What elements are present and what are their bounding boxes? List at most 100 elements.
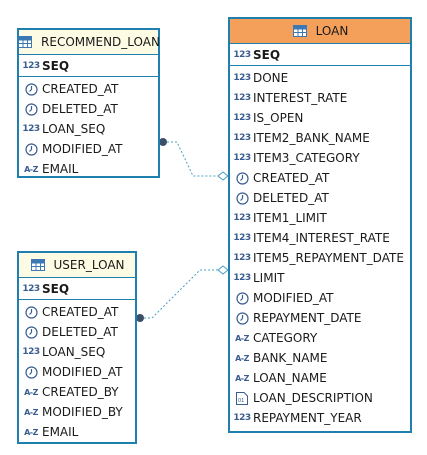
user-loan-to-loan-link xyxy=(140,269,218,319)
recommend-loan-to-loan-link xyxy=(163,141,218,177)
column-row[interactable]: DELETED_AT xyxy=(19,322,135,342)
column-row[interactable]: MODIFIED_AT xyxy=(230,288,410,308)
numeric-type-icon: 123 xyxy=(233,413,251,423)
numeric-type-icon: 123 xyxy=(233,253,251,263)
entity-header[interactable]: RECOMMEND_LOAN xyxy=(17,30,160,55)
entity-header[interactable]: LOAN xyxy=(230,19,410,44)
column-row[interactable]: DELETED_AT xyxy=(230,188,410,208)
column-name: CREATED_AT xyxy=(42,82,119,96)
numeric-type-icon: 123 xyxy=(233,213,251,223)
column-row[interactable]: A-Z CREATED_BY xyxy=(19,382,135,402)
column-name: MODIFIED_AT xyxy=(42,142,123,156)
string-type-icon: A-Z xyxy=(235,353,249,363)
clock-icon xyxy=(23,142,39,156)
string-type-icon: A-Z xyxy=(235,373,249,383)
string-type-icon: A-Z xyxy=(24,387,38,397)
column-name: IS_OPEN xyxy=(253,111,304,125)
column-name: ITEM2_BANK_NAME xyxy=(253,131,370,145)
numeric-type-icon: 123 xyxy=(22,124,40,134)
clock-icon xyxy=(234,291,250,305)
primary-key-name: SEQ xyxy=(42,58,70,73)
column-row[interactable]: DELETED_AT xyxy=(19,99,158,119)
numeric-type-icon: 123 xyxy=(233,93,251,103)
numeric-type-icon: 123 xyxy=(22,283,40,294)
column-name: CREATED_AT xyxy=(42,305,119,319)
svg-text:01: 01 xyxy=(238,398,244,404)
clock-icon xyxy=(23,325,39,339)
column-row[interactable]: MODIFIED_AT xyxy=(19,362,135,382)
column-row[interactable]: REPAYMENT_DATE xyxy=(230,308,410,328)
numeric-type-icon: 123 xyxy=(233,113,251,123)
string-type-icon: A-Z xyxy=(24,164,38,174)
numeric-type-icon: 123 xyxy=(233,133,251,143)
table-icon xyxy=(292,24,308,38)
column-name: LOAN_SEQ xyxy=(42,345,106,359)
column-name: MODIFIED_AT xyxy=(42,365,123,379)
entity-title: RECOMMEND_LOAN xyxy=(41,35,160,49)
clock-icon xyxy=(234,191,250,205)
clock-icon xyxy=(23,102,39,116)
clock-icon xyxy=(234,171,250,185)
entity-title: LOAN xyxy=(315,24,349,38)
column-name: ITEM4_INTEREST_RATE xyxy=(253,231,390,245)
column-name: MODIFIED_AT xyxy=(253,291,334,305)
column-name: DONE xyxy=(253,71,289,85)
primary-key-name: SEQ xyxy=(253,47,281,62)
column-name: CREATED_BY xyxy=(42,385,119,399)
numeric-type-icon: 123 xyxy=(233,73,251,83)
column-name: ITEM1_LIMIT xyxy=(253,211,327,225)
clock-icon xyxy=(23,365,39,379)
column-row[interactable]: A-Z BANK_NAME xyxy=(230,348,410,368)
string-type-icon: A-Z xyxy=(24,427,38,437)
column-name: BANK_NAME xyxy=(253,351,328,365)
column-row[interactable]: CREATED_AT xyxy=(19,302,135,322)
column-name: ITEM3_CATEGORY xyxy=(253,151,360,165)
column-name: CREATED_AT xyxy=(253,171,330,185)
column-name: CATEGORY xyxy=(253,331,318,345)
clock-icon xyxy=(23,305,39,319)
column-row[interactable]: MODIFIED_AT xyxy=(19,139,158,159)
table-icon xyxy=(17,35,33,49)
user-loan-fk-dot xyxy=(136,314,144,322)
column-name: REPAYMENT_DATE xyxy=(253,311,362,325)
column-row[interactable]: CREATED_AT xyxy=(230,168,410,188)
entity-header[interactable]: USER_LOAN xyxy=(19,253,135,278)
text-document-icon: 01 xyxy=(234,391,250,405)
column-name: LIMIT xyxy=(253,271,285,285)
column-row[interactable]: CREATED_AT xyxy=(19,79,158,99)
entity-title: USER_LOAN xyxy=(53,258,125,272)
column-name: INTEREST_RATE xyxy=(253,91,348,105)
numeric-type-icon: 123 xyxy=(233,273,251,283)
table-icon xyxy=(30,258,46,272)
loan-endpoint-diamond-1 xyxy=(217,171,229,181)
column-name: MODIFIED_BY xyxy=(42,405,123,419)
clock-icon xyxy=(23,82,39,96)
numeric-type-icon: 123 xyxy=(233,49,251,60)
